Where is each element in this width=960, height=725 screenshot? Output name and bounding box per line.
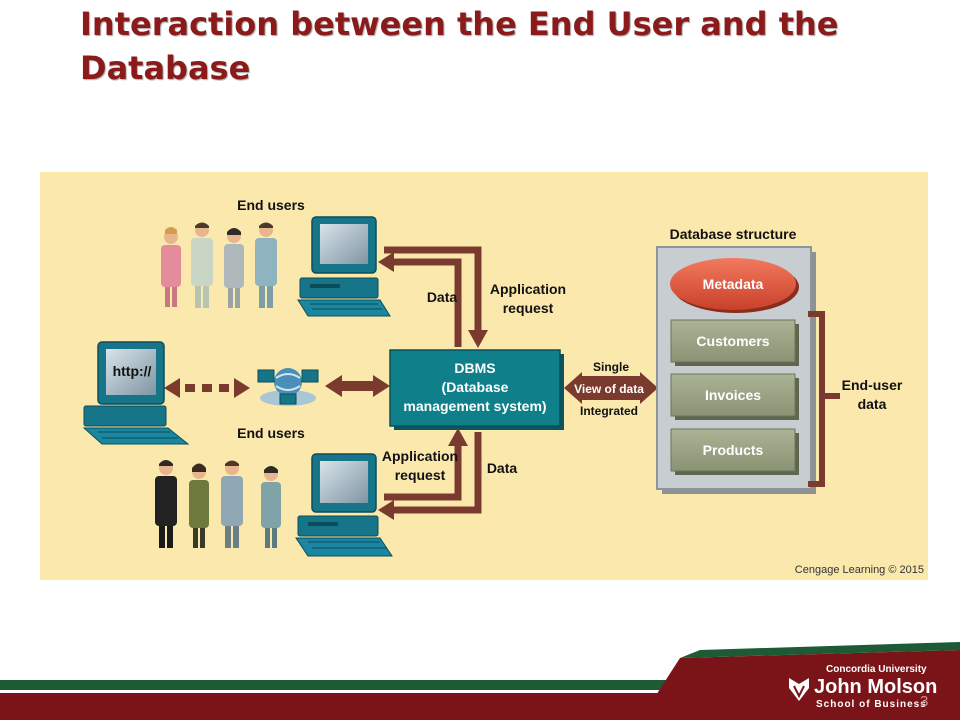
credit-label: Cengage Learning © 2015 [795, 564, 924, 576]
web-link-arrow [164, 378, 250, 398]
person-icon [189, 463, 209, 548]
products-label: Products [703, 442, 764, 458]
end-users-top-label: End users [237, 197, 305, 213]
logo-emblem-icon [789, 678, 809, 701]
dbms-diagram: End users http:// End users [40, 172, 928, 580]
network-icon [257, 368, 319, 406]
person-icon [255, 222, 277, 308]
person-icon [191, 222, 213, 308]
top-request-arrow [384, 246, 488, 348]
network-dbms-arrow [325, 375, 390, 397]
integrated-label: Integrated [580, 404, 638, 418]
customers-label: Customers [696, 333, 769, 349]
logo-university-text: Concordia University [826, 664, 927, 675]
view-of-data-arrow [564, 372, 658, 404]
slide-title: Interaction between the End User and the… [80, 5, 839, 87]
single-label: Single [593, 360, 629, 374]
data-top-label: Data [427, 289, 458, 305]
person-icon [155, 460, 177, 548]
end-user-data-bracket [808, 311, 840, 487]
person-icon [261, 466, 281, 548]
app-request-bottom-line1: Application [382, 448, 458, 464]
logo-school-subtitle: School of Business [816, 699, 927, 710]
end-users-bottom-group [155, 460, 281, 548]
computer-icon-bottom [295, 453, 393, 557]
end-users-top-group [161, 222, 277, 308]
metadata-label: Metadata [703, 276, 764, 292]
bottom-request-arrow [384, 428, 468, 501]
database-structure-label: Database structure [670, 226, 797, 242]
customers-table [670, 319, 799, 366]
app-request-top-line2: request [503, 300, 554, 316]
bottom-data-arrow [378, 432, 482, 520]
app-request-bottom-line2: request [395, 467, 446, 483]
page-number: 3 [920, 693, 929, 710]
invoices-table [670, 373, 799, 420]
top-data-arrow [378, 252, 462, 347]
computer-icon-top [297, 216, 391, 317]
app-request-top-line1: Application [490, 281, 566, 297]
web-computer-icon [82, 341, 190, 445]
dbms-box [389, 349, 564, 430]
dbms-label-line1: DBMS [454, 360, 495, 376]
http-label: http:// [113, 363, 152, 379]
end-user-data-line2: data [858, 396, 887, 412]
dbms-label-line3: management system) [403, 398, 546, 414]
person-icon [221, 460, 243, 548]
invoices-label: Invoices [705, 387, 761, 403]
person-icon [224, 228, 244, 308]
dbms-label-line2: (Database [442, 379, 509, 395]
end-users-middle-label: End users [237, 425, 305, 441]
data-bottom-label: Data [487, 460, 518, 476]
metadata-ellipse [670, 258, 799, 313]
view-of-data-label: View of data [574, 382, 644, 396]
university-logo: Concordia University John Molson School … [788, 664, 937, 712]
person-icon [161, 227, 181, 307]
logo-school-name: John Molson [814, 676, 938, 698]
end-user-data-line1: End-user [842, 377, 903, 393]
products-table [670, 428, 799, 475]
